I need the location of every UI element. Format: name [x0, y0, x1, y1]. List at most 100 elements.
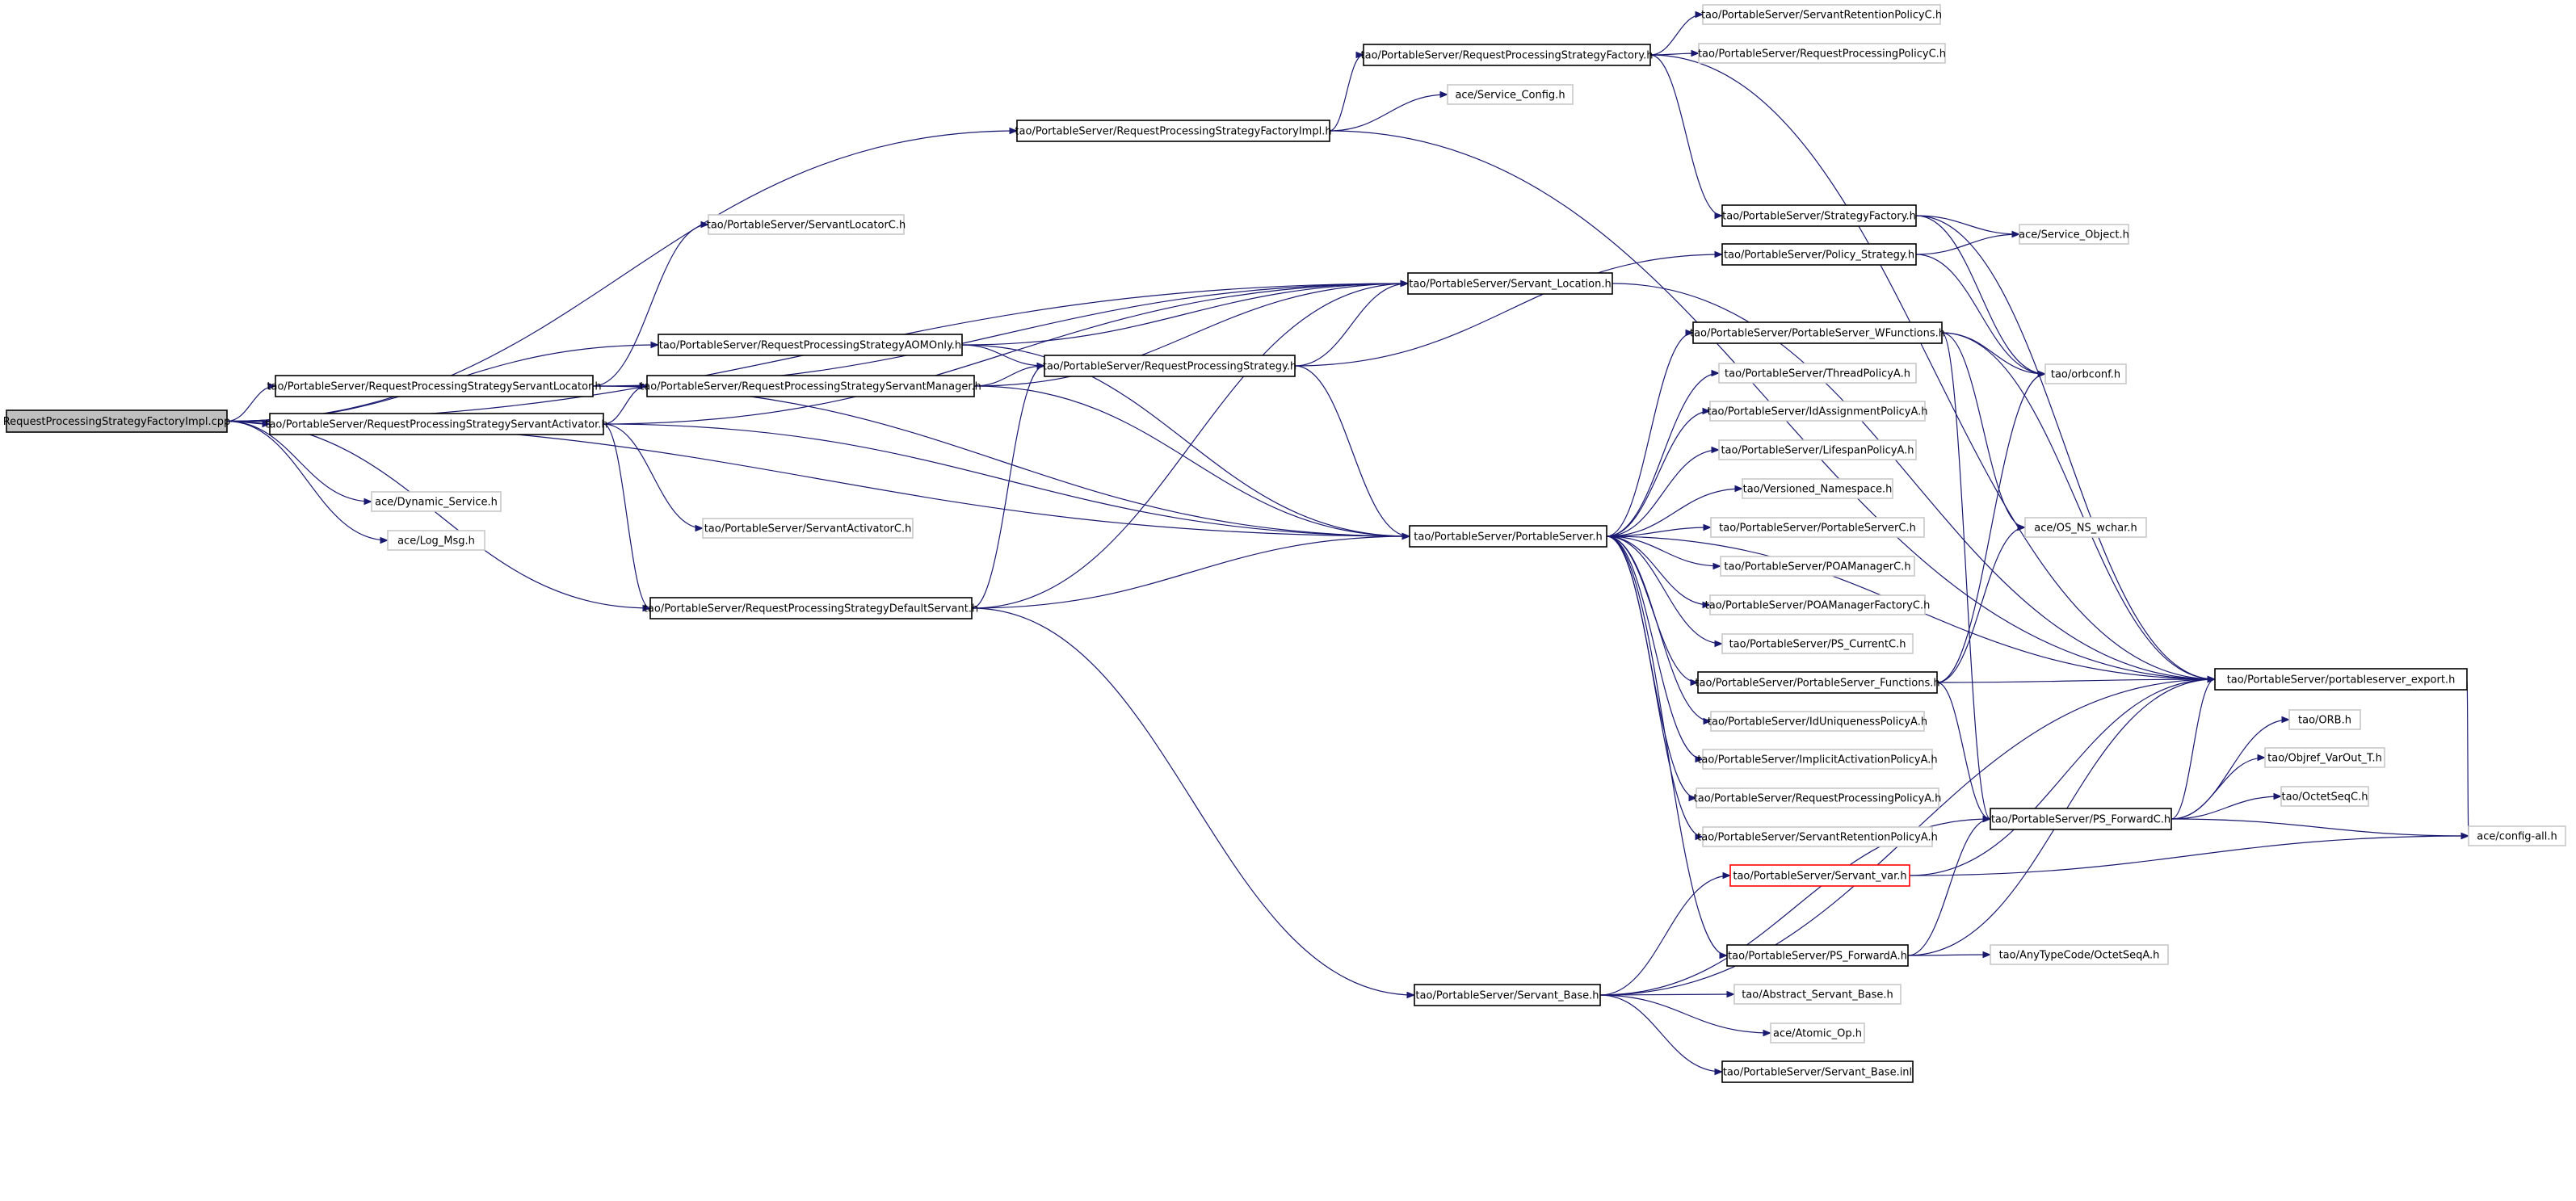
graph-node[interactable]: tao/PortableServer/Servant_var.h	[1729, 864, 1910, 887]
graph-node[interactable]: tao/PortableServer/Servant_Base.h	[1414, 984, 1601, 1006]
edge-n25-n30	[1606, 535, 1712, 609]
edge-n10-n33	[1612, 283, 2217, 683]
node-label: tao/Versioned_Namespace.h	[1743, 484, 1893, 496]
graph-node[interactable]: ace/Log_Msg.h	[387, 530, 485, 551]
graph-node[interactable]: tao/PortableServer/StrategyFactory.h	[1721, 204, 1917, 227]
edge-n9-n16	[1915, 254, 2047, 378]
edge-n25-n34	[1606, 535, 1712, 725]
graph-node[interactable]: tao/PortableServer/RequestProcessingStra…	[1043, 355, 1296, 377]
node-box	[1729, 864, 1910, 887]
graph-node[interactable]: tao/PortableServer/ServantRetentionPolic…	[1697, 826, 1938, 847]
edge-n9-n8	[1915, 230, 2021, 255]
edge-n1-n33	[1649, 54, 2217, 683]
graph-node[interactable]: tao/PortableServer/RequestProcessingStra…	[640, 375, 981, 397]
node-box	[2280, 786, 2369, 807]
edge-n11-n25	[961, 344, 1411, 540]
edge-n5-n4	[1329, 90, 1449, 132]
graph-node[interactable]: ace/Service_Config.h	[1447, 84, 1574, 105]
graph-node[interactable]: ace/config-all.h	[2468, 825, 2566, 846]
graph-node[interactable]: RequestProcessingStrategyFactoryImpl.cpp	[3, 409, 231, 433]
node-label: tao/PortableServer/ServantActivatorC.h	[704, 523, 912, 535]
graph-node[interactable]: tao/Abstract_Servant_Base.h	[1733, 984, 1902, 1005]
graph-node[interactable]: tao/PortableServer/RequestProcessingStra…	[265, 413, 608, 435]
graph-node[interactable]: tao/PortableServer/ThreadPolicyA.h	[1718, 363, 1917, 384]
graph-node[interactable]: ace/Atomic_Op.h	[1770, 1023, 1865, 1044]
graph-node[interactable]: tao/PortableServer/POAManagerC.h	[1720, 556, 1915, 577]
graph-node[interactable]: tao/PortableServer/PS_CurrentC.h	[1721, 633, 1914, 654]
node-box	[1721, 633, 1914, 654]
graph-node[interactable]: tao/PortableServer/RequestProcessingPoli…	[1698, 43, 1946, 64]
node-label: tao/Abstract_Servant_Base.h	[1742, 989, 1893, 1002]
graph-node[interactable]: tao/PortableServer/RequestProcessingPoli…	[1694, 787, 1942, 808]
graph-node[interactable]: tao/orbconf.h	[2044, 363, 2127, 384]
edge-n32-n33	[1936, 675, 2217, 683]
graph-node[interactable]: tao/PortableServer/IdUniquenessPolicyA.h	[1708, 711, 1927, 732]
graph-node[interactable]: tao/PortableServer/Servant_Base.inl	[1721, 1060, 1914, 1083]
graph-node[interactable]: tao/PortableServer/PortableServer_WFunct…	[1690, 321, 1945, 344]
node-label: tao/PortableServer/PortableServer_Functi…	[1695, 678, 1939, 690]
node-label: tao/PortableServer/RequestProcessingStra…	[267, 381, 601, 393]
graph-node[interactable]: tao/OctetSeqC.h	[2280, 786, 2369, 807]
graph-node[interactable]: tao/PortableServer/RequestProcessingStra…	[1015, 120, 1332, 142]
graph-node[interactable]: tao/PortableServer/ImplicitActivationPol…	[1697, 749, 1938, 770]
node-label: tao/PortableServer/RequestProcessingStra…	[1015, 126, 1331, 138]
node-box	[646, 375, 975, 397]
node-label: tao/PortableServer/Policy_Strategy.h	[1724, 250, 1914, 262]
edge-n19-n25	[603, 423, 1411, 540]
node-label: tao/PortableServer/Servant_Location.h	[1409, 279, 1611, 291]
edge-n1-n2	[1649, 10, 1704, 56]
graph-node[interactable]: tao/PortableServer/PS_ForwardA.h	[1726, 944, 1909, 967]
graph-node[interactable]: tao/PortableServer/ServantRetentionPolic…	[1701, 4, 1942, 25]
node-box	[1709, 594, 1926, 615]
graph-node[interactable]: tao/PortableServer/RequestProcessingStra…	[267, 375, 602, 397]
node-label: tao/PortableServer/portableserver_export…	[2227, 674, 2456, 687]
graph-node[interactable]: tao/PortableServer/Policy_Strategy.h	[1721, 243, 1917, 266]
node-box	[371, 491, 502, 512]
graph-node[interactable]: tao/PortableServer/Servant_Location.h	[1407, 272, 1613, 295]
edge-n25-n22	[1606, 485, 1744, 537]
graph-node[interactable]: tao/PortableServer/PortableServerC.h	[1710, 517, 1925, 538]
edge-n25-n28	[1606, 535, 1722, 570]
graph-node[interactable]: tao/PortableServer/RequestProcessingStra…	[644, 597, 978, 619]
graph-node[interactable]: tao/PortableServer/PS_ForwardC.h	[1990, 808, 2172, 830]
graph-node[interactable]: tao/PortableServer/ServantLocatorC.h	[707, 214, 906, 235]
edge-n7-n16	[1915, 215, 2047, 378]
node-label: tao/PortableServer/PortableServer.h	[1414, 531, 1602, 544]
edge-n33-n42	[2460, 678, 2470, 838]
node-label: tao/PortableServer/RequestProcessingStra…	[644, 603, 978, 615]
graph-node[interactable]: tao/ORB.h	[2288, 709, 2361, 730]
graph-node[interactable]: tao/PortableServer/POAManagerFactoryC.h	[1705, 594, 1931, 615]
node-box	[649, 597, 973, 619]
edge-n25-n15	[1606, 369, 1721, 537]
edge-n46-n43	[1599, 871, 1732, 996]
graph-node[interactable]: tao/Versioned_Namespace.h	[1742, 478, 1893, 499]
node-label: tao/PortableServer/LifespanPolicyA.h	[1721, 445, 1914, 457]
node-box	[1733, 984, 1902, 1005]
edge-n32-n40	[1936, 682, 1992, 823]
node-box	[2264, 747, 2385, 768]
graph-node[interactable]: tao/PortableServer/LifespanPolicyA.h	[1718, 439, 1917, 460]
edge-n43-n42	[1909, 832, 2470, 876]
edge-n25-n18	[1606, 407, 1712, 537]
graph-node[interactable]: ace/OS_NS_wchar.h	[2024, 517, 2147, 538]
node-label: ace/Service_Object.h	[2019, 229, 2129, 241]
node-label: tao/PortableServer/RequestProcessingPoli…	[1694, 793, 1942, 805]
graph-node[interactable]: tao/Objref_VarOut_T.h	[2264, 747, 2385, 768]
graph-node[interactable]: ace/Service_Object.h	[2019, 224, 2129, 245]
graph-node[interactable]: tao/AnyTypeCode/OctetSeqA.h	[1990, 944, 2169, 965]
graph-node[interactable]: tao/PortableServer/PortableServer.h	[1409, 525, 1607, 548]
graph-node[interactable]: tao/PortableServer/RequestProcessingStra…	[1361, 44, 1654, 66]
node-box	[1720, 556, 1915, 577]
node-box	[1721, 1060, 1914, 1083]
node-layer: RequestProcessingStrategyFactoryImpl.cpp…	[3, 4, 2566, 1083]
graph-node[interactable]: tao/PortableServer/RequestProcessingStra…	[658, 334, 963, 356]
edge-n32-n27	[1936, 523, 2027, 683]
graph-node[interactable]: ace/Dynamic_Service.h	[371, 491, 502, 512]
graph-node[interactable]: tao/PortableServer/PortableServer_Functi…	[1695, 671, 1940, 694]
graph-node[interactable]: tao/PortableServer/portableserver_export…	[2214, 668, 2468, 691]
graph-node[interactable]: tao/PortableServer/IdAssignmentPolicyA.h	[1707, 401, 1928, 422]
node-label: tao/PortableServer/PS_CurrentC.h	[1729, 639, 1906, 651]
node-box	[1710, 711, 1925, 732]
graph-node[interactable]: tao/PortableServer/ServantActivatorC.h	[702, 518, 914, 539]
node-label: tao/PortableServer/PS_ForwardC.h	[1991, 814, 2170, 826]
